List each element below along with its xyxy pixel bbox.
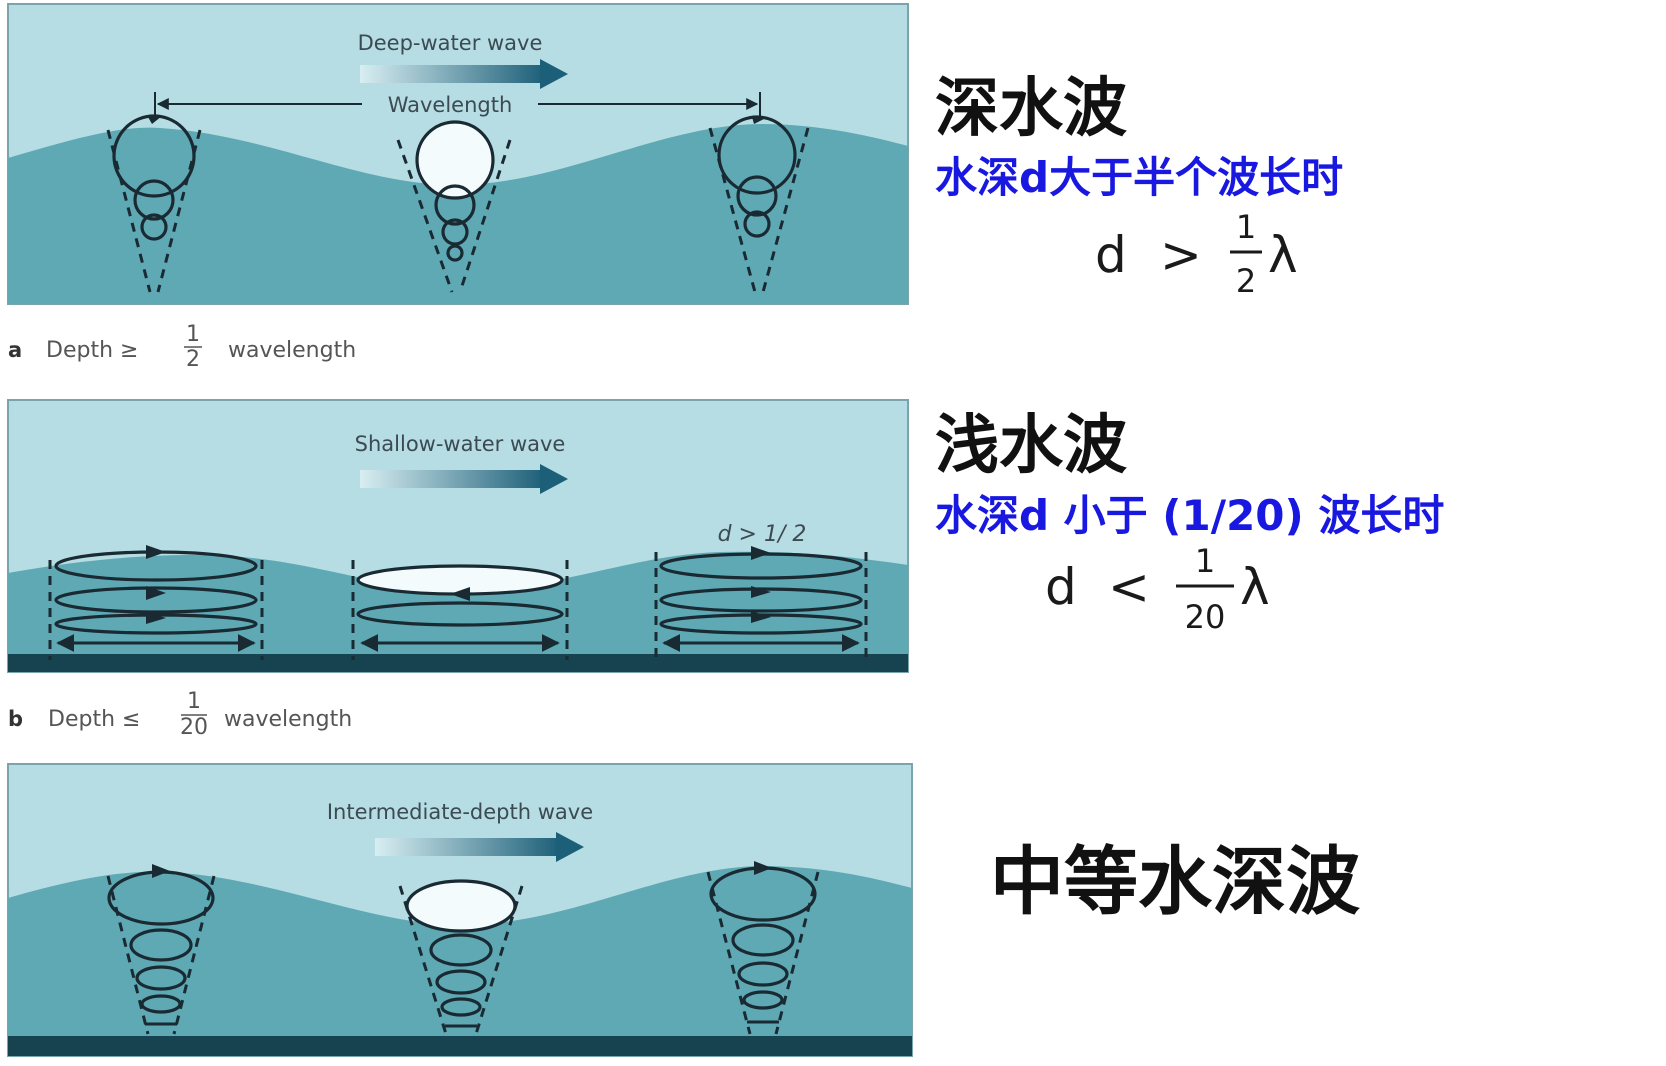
caption-b-letter: b xyxy=(8,707,23,731)
deep-water-condition: 水深d大于半个波长时 xyxy=(935,153,1343,202)
orbit-column-intermediate-right xyxy=(706,861,820,1035)
deep-water-title: 深水波 xyxy=(935,72,1127,146)
orbit-column-intermediate-trough xyxy=(398,879,524,1035)
panel-deep-water: Deep-water wave Wavelength xyxy=(7,3,909,305)
caption-a-prefix: Depth ≥ xyxy=(46,338,138,363)
deep-formula-num: 1 xyxy=(1236,208,1256,246)
caption-a-letter: a xyxy=(8,338,22,362)
panel-b-annotation: d > 1/ 2 xyxy=(718,522,807,547)
shallow-formula-num: 1 xyxy=(1195,542,1215,580)
panel-intermediate-depth: Intermediate-depth wave xyxy=(7,763,913,1057)
shallow-formula-operator: < xyxy=(1108,558,1150,616)
panel-b-direction-arrow-head xyxy=(540,464,568,494)
panel-a-water xyxy=(8,124,908,304)
orbit-column-crest-left xyxy=(106,114,202,293)
caption-b-fraction-num: 1 xyxy=(187,689,201,714)
panel-a-direction-arrow-shaft xyxy=(360,65,545,83)
side-intermediate: 中等水深波 xyxy=(990,839,1360,925)
deep-formula-lambda: λ xyxy=(1268,226,1298,284)
caption-a-fraction-num: 1 xyxy=(186,322,200,347)
side-deep-water: 深水波 水深d大于半个波长时 d > 1 2 λ xyxy=(935,72,1343,300)
orbit-column-crest-right xyxy=(708,115,810,293)
deep-water-formula: d > 1 2 λ xyxy=(1095,208,1298,300)
deep-formula-den: 2 xyxy=(1236,262,1256,300)
wavelength-label: Wavelength xyxy=(388,93,513,117)
side-shallow-water: 浅水波 水深d 小于 (1/20) 波长时 d < 1 20 λ xyxy=(935,409,1444,636)
orbit-column-shallow-right xyxy=(654,546,868,660)
panel-c-seabed xyxy=(8,1036,912,1056)
shallow-water-formula: d < 1 20 λ xyxy=(1045,542,1270,636)
orbit-column-shallow-left xyxy=(48,545,264,660)
panel-c-direction-arrow-head xyxy=(556,832,584,862)
caption-a-fraction-den: 2 xyxy=(186,347,200,372)
caption-a-suffix: wavelength xyxy=(228,338,356,363)
panel-b-seabed xyxy=(8,654,908,672)
orbit-column-shallow-trough xyxy=(351,560,569,660)
shallow-formula-lhs: d xyxy=(1045,558,1077,616)
panel-a-direction-arrow-head xyxy=(540,59,568,89)
panel-b-direction-arrow-shaft xyxy=(360,470,545,488)
caption-b-suffix: wavelength xyxy=(224,707,352,732)
shallow-formula-den: 20 xyxy=(1185,598,1226,636)
intermediate-title: 中等水深波 xyxy=(990,839,1360,925)
panel-c-direction-arrow-shaft xyxy=(375,838,560,856)
caption-b-fraction-den: 20 xyxy=(180,715,208,740)
panel-a-label: Deep-water wave xyxy=(358,31,543,55)
caption-a: a Depth ≥ 1 2 wavelength xyxy=(8,322,356,372)
caption-b-prefix: Depth ≤ xyxy=(48,707,140,732)
shallow-water-condition: 水深d 小于 (1/20) 波长时 xyxy=(935,491,1444,540)
orbit-column-trough xyxy=(396,120,512,293)
shallow-water-title: 浅水波 xyxy=(935,409,1127,483)
deep-formula-lhs: d xyxy=(1095,226,1127,284)
panel-c-water xyxy=(8,866,912,1056)
panel-b-label: Shallow-water wave xyxy=(355,432,566,456)
panel-c-label: Intermediate-depth wave xyxy=(327,800,593,824)
shallow-formula-lambda: λ xyxy=(1240,558,1270,616)
deep-formula-operator: > xyxy=(1160,226,1202,284)
caption-b: b Depth ≤ 1 20 wavelength xyxy=(8,689,352,740)
panel-shallow-water: Shallow-water wave d > 1/ 2 xyxy=(7,399,909,673)
orbit-column-intermediate-left xyxy=(106,864,216,1035)
